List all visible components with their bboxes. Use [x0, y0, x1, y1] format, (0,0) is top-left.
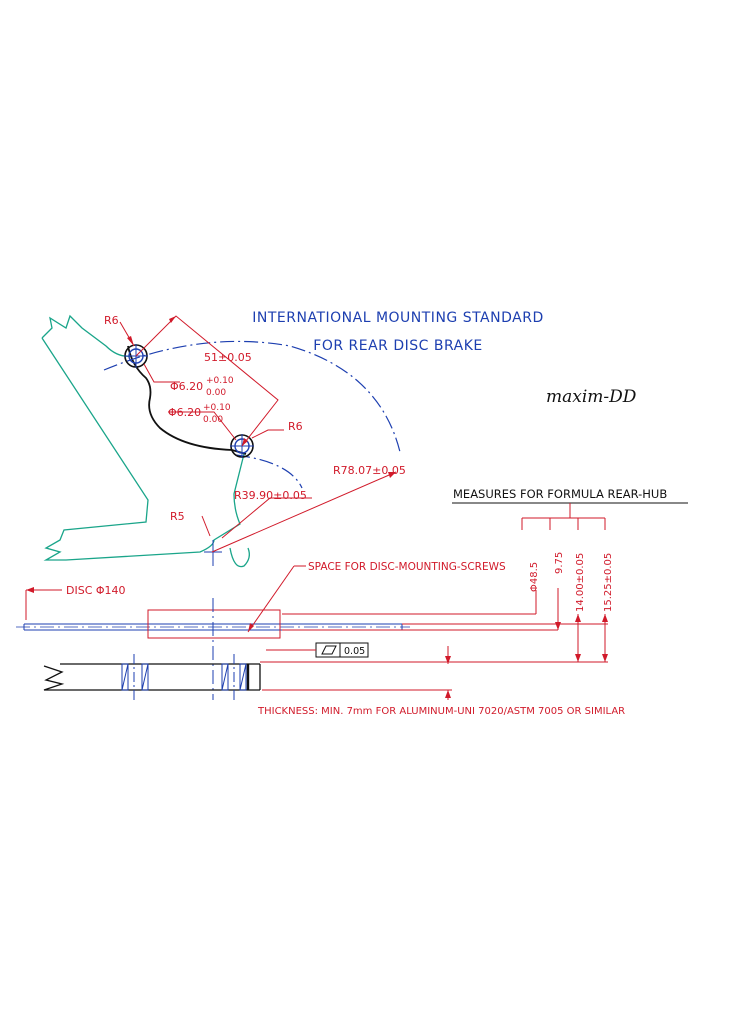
screw-space-leader: [247, 565, 306, 633]
screw-space-label: SPACE FOR DISC-MOUNTING-SCREWS: [308, 561, 506, 573]
disc-dimension: [25, 589, 62, 620]
title-line-1: INTERNATIONAL MOUNTING STANDARD: [252, 310, 543, 326]
hub-dim-a: Φ48.5: [529, 562, 540, 592]
thickness-arrowheads: [445, 656, 451, 698]
flatness-value: 0.05: [344, 646, 365, 657]
label-hole1-tol-lower: 0.00: [206, 388, 226, 398]
bracket-holes: [121, 654, 247, 700]
label-r6-middle: R6: [288, 420, 303, 433]
label-hole1-tol-upper: +0.10: [206, 376, 234, 386]
disc-arrowhead: [26, 587, 34, 593]
hub-dim-b: 9.75: [554, 552, 565, 574]
signature: maxim-DD: [546, 387, 637, 407]
hub-leader-lines: [521, 503, 606, 530]
top-arrowheads: [127, 316, 396, 478]
label-hole2-tol-upper: +0.10: [203, 403, 231, 413]
mount-contour: [127, 345, 247, 455]
screw-space-box: [147, 609, 281, 639]
label-r-outer: R78.07±0.05: [333, 464, 406, 477]
label-r-inner: R39.90±0.05: [234, 489, 307, 502]
hub-arrowheads: [555, 614, 608, 662]
hub-dim-c: 14.00±0.05: [575, 553, 586, 612]
label-hole2-dia: Φ6.20: [168, 406, 201, 419]
disc-label: DISC Φ140: [66, 584, 126, 597]
hub-extension-lines: [260, 588, 608, 663]
hub-dim-d: 15.25±0.05: [603, 553, 614, 612]
label-hole1-dia: Φ6.20: [170, 380, 203, 393]
label-r6-top: R6: [104, 314, 119, 327]
label-hole2-tol-lower: 0.00: [203, 415, 223, 425]
top-dimension-lines: [119, 315, 397, 553]
label-r5: R5: [170, 510, 185, 523]
title-line-2: FOR REAR DISC BRAKE: [313, 338, 482, 354]
center-cross: [204, 540, 222, 566]
hub-heading: MEASURES FOR FORMULA REAR-HUB: [453, 487, 667, 501]
label-pitch: 51±0.05: [204, 351, 252, 364]
screw-space-arrowhead: [248, 623, 254, 632]
thickness-note: THICKNESS: MIN. 7mm FOR ALUMINUM-UNI 702…: [257, 706, 625, 717]
